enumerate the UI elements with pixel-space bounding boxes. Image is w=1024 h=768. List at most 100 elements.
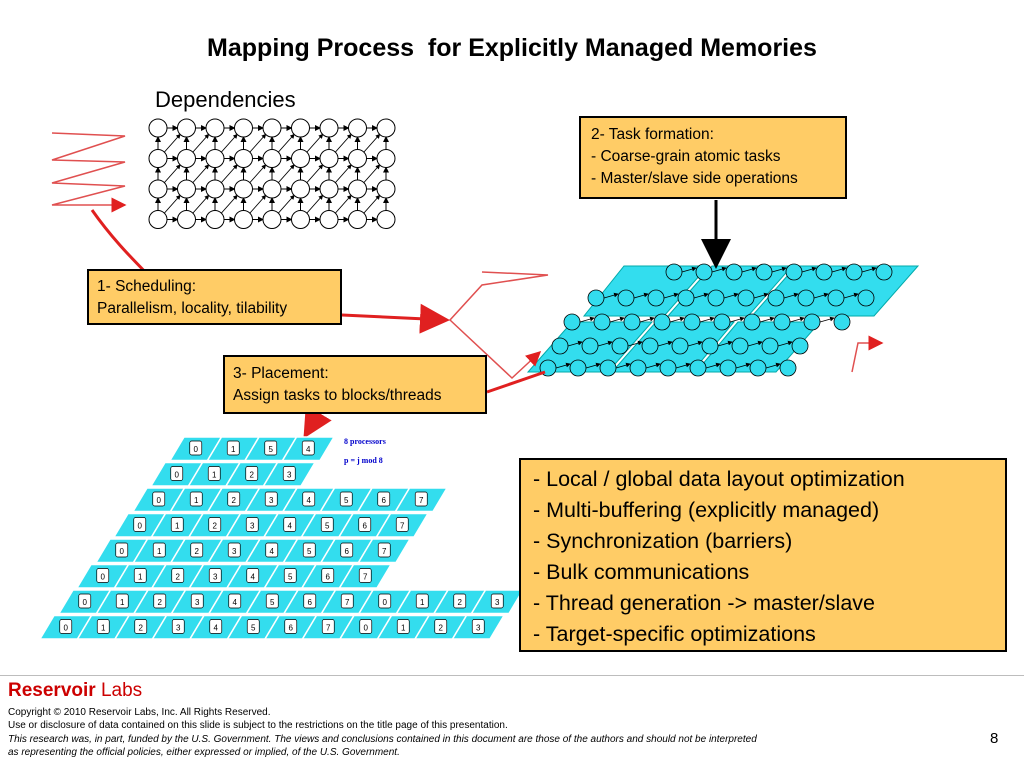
- tile-node: [761, 337, 779, 355]
- processor-number: 2: [232, 496, 237, 505]
- iteration-node: [319, 210, 339, 229]
- slide-title: Mapping Process for Explicitly Managed M…: [207, 34, 817, 62]
- processor-number: 1: [212, 471, 217, 480]
- processor-label-box: [321, 619, 335, 634]
- processor-number: 0: [157, 496, 162, 505]
- optimization-item: - Bulk communications: [533, 560, 750, 584]
- tile-edge: [669, 316, 685, 323]
- tile-node: [581, 337, 599, 355]
- tile-edge: [723, 292, 739, 299]
- processor-number: 6: [326, 573, 331, 582]
- processor-number: 1: [194, 496, 199, 505]
- dependency-edge: [306, 194, 324, 214]
- task-formation-line-2: - Master/slave side operations: [591, 170, 798, 187]
- processor-label-box: [227, 491, 241, 507]
- processor-number: 7: [382, 547, 387, 556]
- tile-node: [587, 289, 605, 307]
- tile-node: [719, 359, 737, 377]
- processor-label-box: [434, 619, 448, 634]
- brand-bold: Reservoir: [8, 680, 96, 701]
- tile-node: [791, 337, 809, 355]
- iteration-node: [376, 149, 396, 168]
- processor-label-box: [471, 619, 485, 634]
- task-formation-line-1: - Coarse-grain atomic tasks: [591, 148, 781, 165]
- funding-text-2: as representing the official policies, e…: [8, 747, 400, 758]
- tile-node: [623, 313, 641, 331]
- processor-number: 3: [232, 547, 237, 556]
- processor-label-box: [115, 542, 129, 558]
- processor-number: 6: [363, 522, 368, 531]
- processor-number: 0: [175, 471, 180, 480]
- iteration-node: [205, 179, 225, 199]
- tile-node: [749, 359, 767, 377]
- scheduling-line: Parallelism, locality, tilability: [97, 300, 288, 317]
- tile-edge: [765, 362, 781, 369]
- tile-node: [593, 313, 611, 331]
- dependency-edge: [363, 133, 381, 153]
- tile-edge: [831, 266, 847, 273]
- dependency-edge: [335, 164, 352, 183]
- optimization-item: - Multi-buffering (explicitly managed): [533, 498, 880, 522]
- processor-label-box: [170, 466, 184, 481]
- dependency-edge: [363, 164, 381, 183]
- tile-edge: [585, 362, 601, 369]
- tile-edge: [603, 292, 619, 299]
- iteration-node: [291, 210, 310, 229]
- processor-number: 5: [269, 445, 274, 454]
- processor-number: 2: [158, 598, 163, 607]
- tile-edge: [735, 362, 751, 369]
- iteration-node: [234, 118, 253, 138]
- processor-number: 1: [138, 573, 143, 582]
- processor-number: 2: [439, 624, 444, 633]
- processor-label-box: [359, 619, 373, 634]
- processor-label-box: [265, 593, 279, 609]
- processor-label-box: [378, 593, 392, 609]
- tile-node: [689, 359, 707, 377]
- processor-label-box: [207, 466, 221, 481]
- processor-label-box: [265, 542, 279, 558]
- iteration-node: [291, 118, 310, 138]
- iteration-node: [234, 149, 253, 168]
- processor-number: 2: [176, 573, 181, 582]
- tile-node: [677, 289, 695, 307]
- processor-number: 3: [213, 573, 218, 582]
- processor-label-box: [303, 593, 317, 609]
- tile-edge: [615, 362, 631, 369]
- processor-number: 7: [326, 624, 331, 633]
- dependency-edge: [164, 133, 181, 153]
- tile-edge: [699, 316, 715, 323]
- page-number: 8: [990, 730, 999, 747]
- iteration-node: [348, 118, 367, 138]
- processor-number: 3: [195, 598, 200, 607]
- tile-node: [599, 359, 617, 377]
- processor-number: 4: [251, 573, 256, 582]
- processor-number: 7: [419, 496, 424, 505]
- tile-edge: [633, 292, 649, 299]
- processor-label-box: [395, 517, 409, 532]
- processor-label-box: [246, 568, 260, 583]
- tile-node: [725, 263, 743, 281]
- tile-edge: [663, 292, 679, 299]
- processor-number: 0: [83, 598, 88, 607]
- dependency-edge: [164, 194, 181, 214]
- processor-label-box: [134, 619, 148, 634]
- tile-node: [569, 359, 587, 377]
- processor-number: 1: [175, 522, 180, 531]
- processor-label-box: [301, 440, 315, 456]
- processor-number: 4: [270, 547, 275, 556]
- processor-number: 7: [363, 573, 368, 582]
- iteration-node: [234, 179, 253, 199]
- dependency-edge: [306, 164, 324, 183]
- tile-node: [563, 313, 581, 331]
- processor-label-box: [208, 568, 222, 583]
- optimizations-box: - Local / global data layout optimizatio…: [519, 458, 1007, 652]
- tile-node: [815, 263, 833, 281]
- tile-node: [743, 313, 761, 331]
- tile-node: [611, 337, 629, 355]
- processor-number: 0: [138, 522, 143, 531]
- tile-node: [875, 263, 893, 281]
- iteration-node: [205, 210, 225, 229]
- processor-label-box: [358, 517, 372, 532]
- processor-label-box: [284, 619, 298, 634]
- processor-label-box: [396, 619, 410, 634]
